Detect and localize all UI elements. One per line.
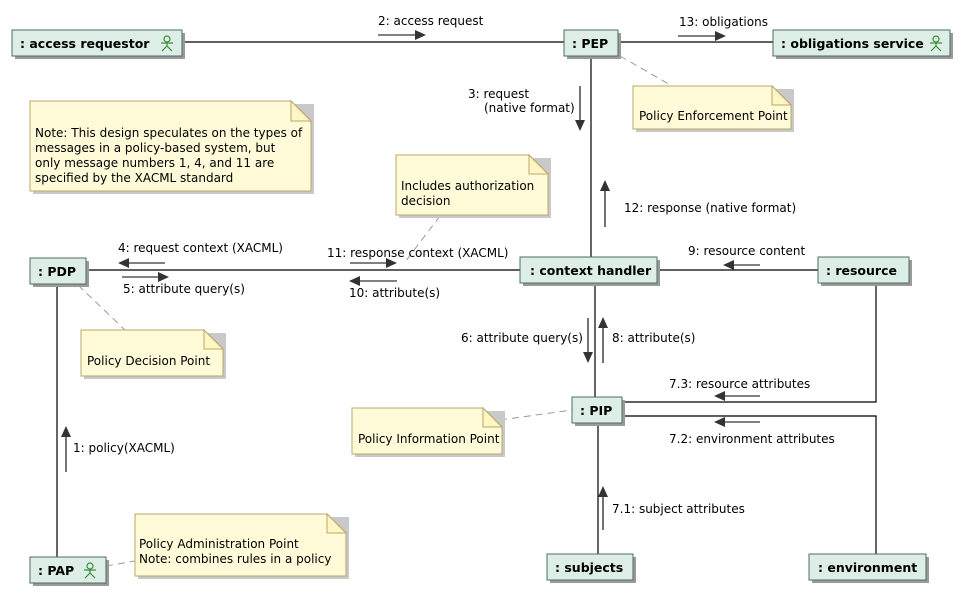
label-m11: 11: response context (XACML) <box>327 246 509 260</box>
note-pdp: Policy Decision Point <box>80 328 226 379</box>
note-pip: Policy Information Point <box>351 406 505 457</box>
node-context-handler[interactable]: : context handler <box>519 256 660 286</box>
note-pap-line-1: Policy Administration Point <box>139 537 299 551</box>
arrow-m11 <box>350 258 397 268</box>
label-m5: 5: attribute query(s) <box>123 282 245 296</box>
arrow-m7-1 <box>598 486 608 530</box>
node-resource[interactable]: : resource <box>817 256 912 286</box>
note-pep: Policy Enforcement Point <box>632 84 794 132</box>
arrow-m13 <box>678 31 726 41</box>
anchor-authz-note <box>404 215 441 263</box>
arrow-m1 <box>61 426 71 472</box>
label-m2: 2: access request <box>378 14 484 28</box>
label-m8: 8: attribute(s) <box>612 331 695 345</box>
message-arrows <box>61 30 760 530</box>
actor-icon <box>161 35 173 52</box>
node-resource-label: : resource <box>826 263 897 278</box>
note-pap-line-2: Note: combines rules in a policy <box>139 552 331 566</box>
note-authz-line-2: decision <box>401 194 450 208</box>
node-pip-label: : PIP <box>580 403 612 418</box>
arrow-m12 <box>600 180 610 227</box>
arrow-m9 <box>723 260 760 270</box>
node-access-requestor[interactable]: : access requestor <box>11 29 185 59</box>
arrow-m10 <box>349 276 397 286</box>
label-m7-1: 7.1: subject attributes <box>612 502 745 516</box>
label-m1: 1: policy(XACML) <box>73 441 175 455</box>
note-authz-line-1: Includes authorization <box>401 179 534 193</box>
connectors <box>56 41 877 557</box>
anchor-pdp-note <box>77 284 126 331</box>
note-design-line-2: messages in a policy-based system, but <box>35 141 276 155</box>
link-environment-pip <box>622 415 877 554</box>
arrow-m4 <box>118 258 165 268</box>
note-pep-line-1: Policy Enforcement Point <box>639 109 788 123</box>
node-context-handler-label: : context handler <box>530 263 652 278</box>
label-m4: 4: request context (XACML) <box>118 241 283 255</box>
note-anchors <box>77 55 673 567</box>
arrow-m8 <box>598 317 608 363</box>
node-obligations-service-label: : obligations service <box>781 36 924 51</box>
note-design-line-3: only message numbers 1, 4, and 11 are <box>35 156 274 170</box>
arrow-m3 <box>575 86 585 131</box>
note-design-line-1: Note: This design speculates on the type… <box>35 126 303 140</box>
anchor-pip-note <box>499 409 573 421</box>
label-m7-3: 7.3: resource attributes <box>669 377 810 391</box>
link-resource-pip <box>622 283 877 403</box>
label-m7-2: 7.2: environment attributes <box>669 432 835 446</box>
label-m6: 6: attribute query(s) <box>461 331 583 345</box>
actor-icon <box>930 35 942 52</box>
node-environment[interactable]: : environment <box>808 553 929 583</box>
node-pdp-label: : PDP <box>38 264 76 279</box>
note-authz: Includes authorization decision <box>395 153 551 218</box>
node-subjects[interactable]: : subjects <box>546 553 636 583</box>
node-pip[interactable]: : PIP <box>571 396 625 426</box>
node-pdp[interactable]: : PDP <box>29 257 89 287</box>
node-pep-label: : PEP <box>572 36 608 51</box>
node-pap-label: : PAP <box>38 563 74 578</box>
label-m13: 13: obligations <box>679 15 768 29</box>
arrow-m7-3 <box>714 391 760 401</box>
label-m3b: (native format) <box>484 101 575 115</box>
node-access-requestor-label: : access requestor <box>20 36 150 51</box>
arrow-m6 <box>583 318 593 363</box>
arrow-m5 <box>122 272 169 282</box>
label-m3a: 3: request <box>468 87 529 101</box>
note-pip-line-1: Policy Information Point <box>358 432 500 446</box>
node-pap[interactable]: : PAP <box>29 556 109 586</box>
anchor-pap-note <box>105 560 136 567</box>
arrow-m2 <box>378 30 426 40</box>
note-pdp-line-1: Policy Decision Point <box>87 354 210 368</box>
note-design: Note: This design speculates on the type… <box>29 99 314 194</box>
node-environment-label: : environment <box>818 560 917 575</box>
actor-icon <box>84 562 96 579</box>
note-pap: Policy Administration Point Note: combin… <box>134 512 349 579</box>
label-m12: 12: response (native format) <box>624 201 796 215</box>
message-labels: 2: access request 13: obligations 3: req… <box>73 14 835 516</box>
node-subjects-label: : subjects <box>555 560 623 575</box>
note-design-line-4: specified by the XACML standard <box>35 171 233 185</box>
label-m10: 10: attribute(s) <box>349 286 440 300</box>
node-pep[interactable]: : PEP <box>563 29 621 59</box>
label-m9: 9: resource content <box>688 244 805 258</box>
node-obligations-service[interactable]: : obligations service <box>772 29 953 59</box>
anchor-pep-note <box>619 55 673 87</box>
arrow-m7-2 <box>714 417 760 427</box>
